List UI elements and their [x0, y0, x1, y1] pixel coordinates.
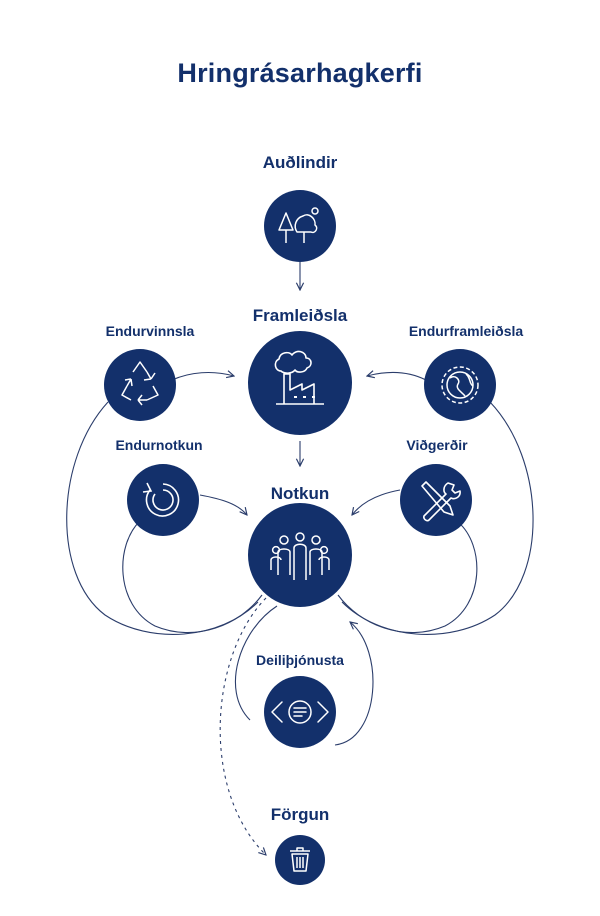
wrench-screwdriver-icon: [421, 481, 461, 522]
node-sharing: [264, 676, 336, 748]
reuse-to-use-arrow: [199, 494, 247, 515]
label-remanufacture: Endurframleiðsla: [408, 323, 524, 339]
label-resources: Auðlindir: [262, 153, 338, 172]
gear-globe-icon: [441, 366, 479, 404]
trees-icon: [278, 207, 319, 243]
node-repair: [400, 464, 472, 536]
label-production: Framleiðsla: [252, 306, 348, 325]
node-resources: [264, 190, 336, 262]
sharing-loop-right: [334, 622, 374, 746]
remanufacture-to-production-arrow: [367, 373, 427, 381]
trash-can-icon: [290, 847, 310, 872]
label-disposal: Förgun: [270, 805, 330, 824]
node-production: [248, 331, 352, 435]
label-use: Notkun: [270, 484, 330, 503]
repair-loop: [337, 521, 478, 634]
node-recycling: [104, 349, 176, 421]
label-repair: Viðgerðir: [406, 437, 468, 453]
label-sharing: Deiliþjónusta: [256, 652, 344, 668]
exchange-arrows-icon: [271, 700, 329, 724]
use-to-disposal-arrow: [219, 597, 266, 855]
label-reuse: Endurnotkun: [115, 437, 203, 453]
label-recycling: Endurvinnsla: [105, 323, 195, 339]
repair-to-use-arrow: [352, 489, 401, 515]
sharing-loop-left: [234, 605, 278, 721]
node-disposal: [275, 835, 325, 885]
connectors: [66, 262, 534, 855]
circular-arrow-icon: [142, 482, 180, 517]
node-remanufacture: [424, 349, 496, 421]
node-use: [248, 503, 352, 607]
reuse-loop: [122, 520, 263, 634]
people-group-icon: [270, 532, 330, 580]
recycling-to-production-arrow: [171, 373, 234, 381]
recycle-icon: [121, 361, 159, 406]
node-reuse: [127, 464, 199, 536]
diagram-title: Hringrásarhagkerfi: [177, 58, 423, 88]
factory-icon: [274, 350, 324, 405]
